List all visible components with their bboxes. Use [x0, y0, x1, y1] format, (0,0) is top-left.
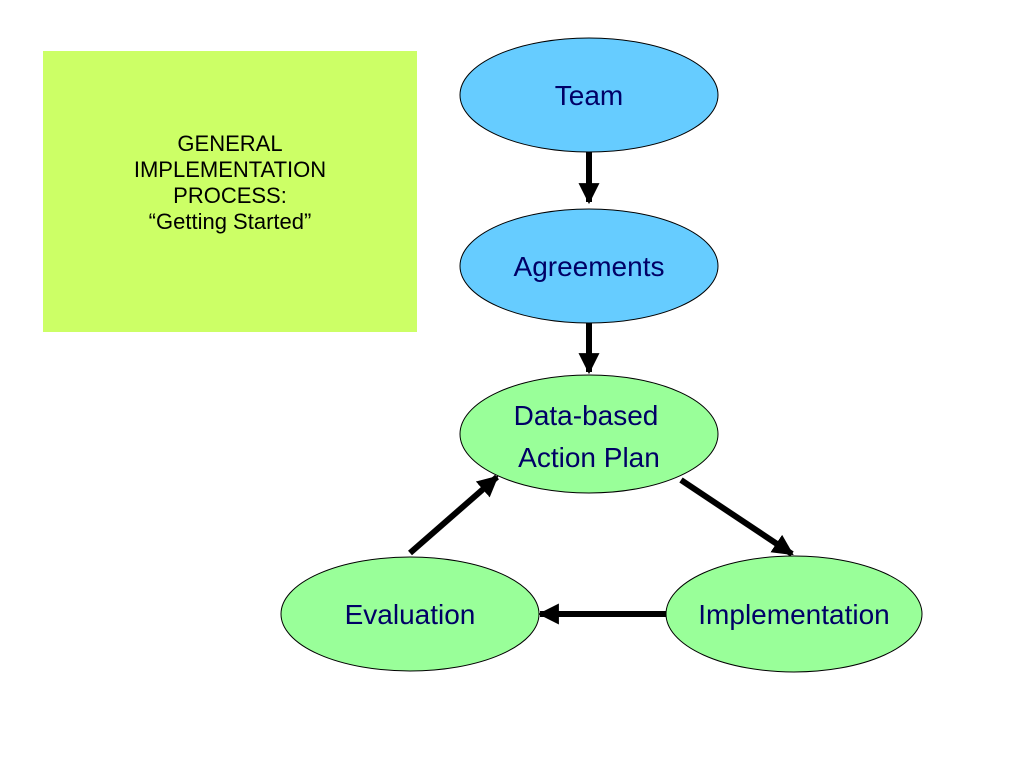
node-action-plan-label-line-2: Action Plan: [518, 442, 660, 473]
node-action-plan-label-line-1: Data-based: [514, 400, 659, 431]
node-team: Team: [459, 37, 719, 153]
node-agreements: Agreements: [459, 208, 719, 324]
edge-evaluation-to-action-plan: [408, 474, 499, 556]
title-line-3: PROCESS:: [173, 183, 287, 208]
title-line-2: IMPLEMENTATION: [133, 157, 327, 182]
node-action-plan: Data-based Action Plan: [459, 374, 719, 494]
node-evaluation-label: Evaluation: [345, 599, 476, 630]
node-evaluation: Evaluation: [280, 556, 540, 672]
edge-action-plan-to-implementation: [679, 477, 794, 557]
title-line-4: “Getting Started”: [148, 209, 312, 234]
title-text: GENERAL IMPLEMENTATION PROCESS: “Getting…: [43, 131, 417, 235]
title-box: GENERAL IMPLEMENTATION PROCESS: “Getting…: [43, 51, 417, 332]
node-implementation-label: Implementation: [698, 599, 889, 630]
node-implementation: Implementation: [665, 555, 923, 673]
title-line-1: GENERAL: [177, 131, 283, 156]
node-team-label: Team: [555, 80, 623, 111]
node-agreements-label: Agreements: [514, 251, 665, 282]
